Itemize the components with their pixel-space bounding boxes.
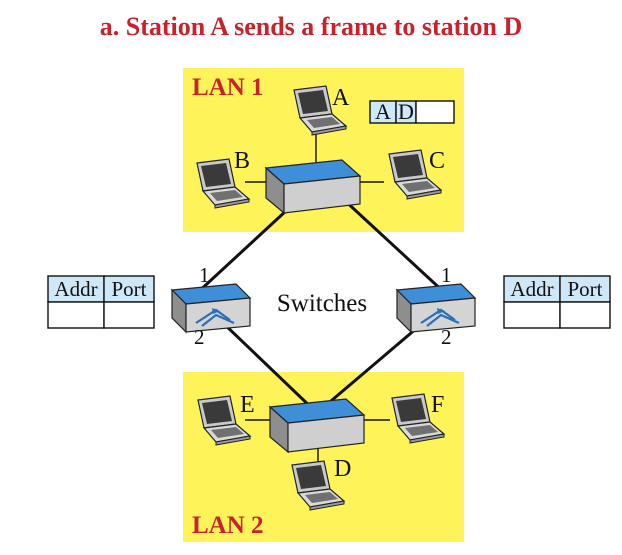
table-left-header-addr: Addr [54, 277, 97, 301]
switch-right-icon [395, 282, 477, 334]
station-links [245, 130, 390, 470]
table-left-header-port: Port [111, 277, 146, 301]
table-right-header-port: Port [567, 277, 602, 301]
station-b-label: B [234, 148, 250, 174]
station-e-label: E [240, 392, 255, 418]
lan1-label: LAN 1 [192, 74, 264, 101]
link-switch-right-hub2 [317, 320, 425, 414]
frame-box: A D [369, 99, 455, 124]
frame-destination: A [375, 99, 391, 124]
hub-lan2 [269, 398, 365, 453]
link-hub1-switch-right [340, 196, 448, 296]
station-f-label: F [431, 392, 444, 418]
diagram-title: a. Station A sends a frame to station D [100, 12, 523, 41]
switch-right-port-top: 1 [441, 263, 452, 287]
station-c-label: C [429, 148, 445, 174]
hub-lan1 [265, 159, 361, 214]
links [194, 196, 448, 414]
station-d-label: D [334, 456, 351, 482]
switch-left-port-bottom: 2 [194, 325, 205, 349]
lan2-label: LAN 2 [192, 512, 264, 539]
switch-table-left: Addr Port [47, 275, 155, 329]
switch-table-right: Addr Port [503, 275, 611, 329]
link-switch-left-hub2 [220, 320, 318, 414]
station-a-label: A [332, 85, 350, 111]
switch-right-port-bottom: 2 [441, 325, 452, 349]
switches-label: Switches [277, 290, 367, 317]
frame-source: D [398, 99, 414, 124]
switch-left-icon [170, 282, 252, 334]
switch-left-port-top: 1 [199, 263, 210, 287]
table-right-header-addr: Addr [510, 277, 553, 301]
link-hub1-switch-left [194, 196, 302, 296]
